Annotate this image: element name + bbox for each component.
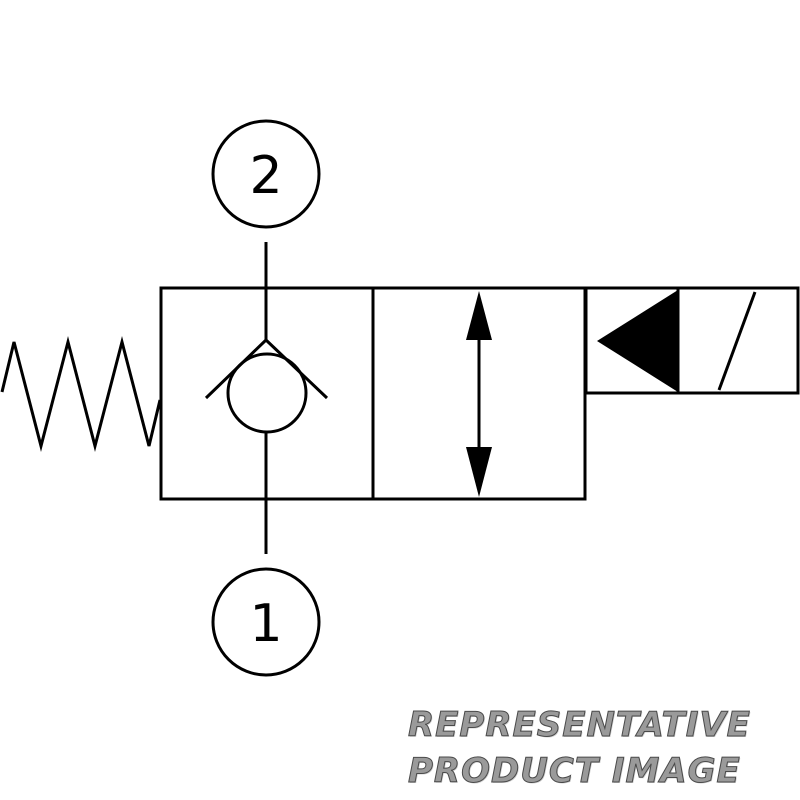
arrow-up-icon [466, 291, 492, 340]
port-1-circle [211, 567, 321, 677]
solenoid-icon [584, 286, 800, 395]
watermark: REPRESENTATIVE PRODUCT IMAGE [408, 702, 793, 794]
solenoid-triangle-icon [597, 290, 678, 392]
port-1-label: 1 [249, 594, 282, 654]
port-1: 1 [211, 567, 321, 677]
check-valve-icon [204, 337, 329, 434]
check-seat [204, 337, 329, 400]
flow-arrow-icon [466, 291, 492, 497]
watermark-line-1: REPRESENTATIVE [408, 705, 751, 746]
arrow-down-icon [466, 447, 492, 497]
port-2: 2 [211, 119, 321, 229]
solenoid-slash [717, 291, 757, 391]
solenoid-box [584, 286, 800, 395]
check-ball [226, 352, 308, 434]
port-2-circle [211, 119, 321, 229]
port-2-label: 2 [249, 146, 282, 206]
watermark-line-2: PRODUCT IMAGE [408, 751, 741, 792]
spring-icon [0, 336, 162, 452]
